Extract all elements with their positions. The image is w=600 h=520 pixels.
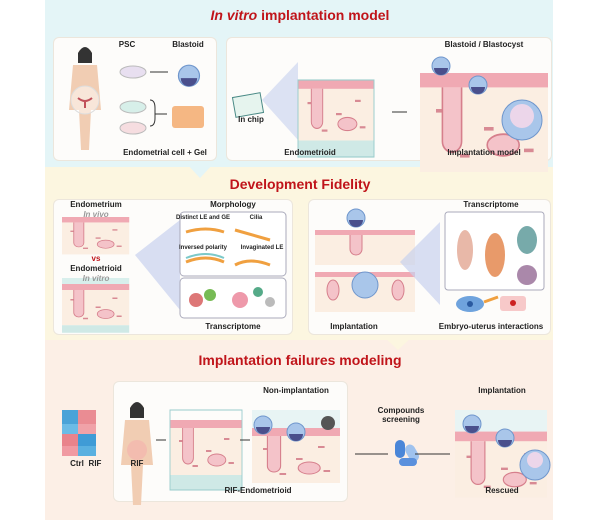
section-connector [383,336,413,350]
chip-icon [231,92,265,118]
label-cilia: Cilia [249,215,263,221]
label-compounds: Compounds [377,406,425,415]
label-inversed-polarity: Inversed polarity [178,245,228,251]
label-endometrial-gel: Endometrial cell + Gel [123,148,207,157]
label-implantation-model: Implantation model [447,148,521,157]
rif-woman-figure [121,402,153,505]
woman-figure [69,47,101,150]
label-endometrioid: Endometrioid [284,148,336,157]
gel-icon [172,106,204,128]
heatmap [62,410,96,456]
label-non-implantation: Non-implantation [263,386,329,395]
title-in-vitro-model: In vitro implantation model [210,7,390,23]
label-blastoid: Blastoid [172,40,204,49]
section-connector [185,162,215,178]
label-transcriptome-right: Transcriptome [463,200,519,209]
label-rescued: Rescued [485,486,519,495]
label-rif-woman: RIF [130,459,144,468]
label-screening: screening [382,415,420,424]
label-vs: vs [91,254,101,263]
blastoid-icon [177,64,201,87]
label-morphology: Morphology [210,200,256,209]
label-rif-endometrioid: RIF-Endometrioid [224,486,292,495]
label-ctrl: Ctrl [70,459,84,468]
endometrioid-cube [297,79,375,158]
endometrium-tissue [61,216,130,255]
title-implantation-failures: Implantation failures modeling [198,352,402,368]
endometrioid-tissue [61,278,130,333]
label-endometrium: Endometrium [70,200,122,209]
label-endometrioid-2: Endometrioid [70,264,122,273]
label-embryo-uterus-interactions: Embryo-uterus interactions [438,322,544,331]
label-blastoid-blastocyst: Blastoid / Blastocyst [444,40,524,49]
non-implantation-illustration [251,410,341,484]
label-rif-heatmap: RIF [88,459,102,468]
rif-endometrioid-cube [169,409,243,491]
label-implantation: Implantation [330,322,378,331]
label-in-vitro: In vitro [82,274,110,283]
psc-dish [119,65,147,79]
label-in-vivo: In vivo [83,210,109,219]
label-implantation-rescued: Implantation [478,386,526,395]
label-in-chip: In chip [238,115,264,124]
label-distinct-le-ge: Distinct LE and GE [175,215,231,221]
pills-icon [395,440,419,466]
label-invaginated-le: Invaginated LE [240,245,284,251]
title-development-fidelity: Development Fidelity [229,176,371,192]
label-psc: PSC [118,40,136,49]
label-transcriptome-left: Transcriptome [205,322,261,331]
